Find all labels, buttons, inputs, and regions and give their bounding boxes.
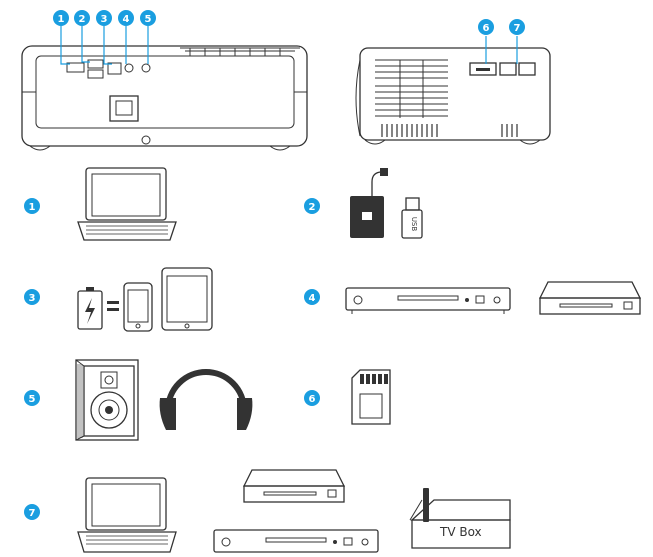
power-adapter-icon [350,168,388,238]
hdmi-port-2 [518,62,536,76]
hdmi-port-1 [499,62,517,76]
svg-text:2: 2 [309,202,316,213]
vga-port [66,62,85,73]
svg-text:3: 3 [29,293,36,304]
callout-6-top: 6 [478,19,494,35]
av-port [124,63,134,73]
svg-text:5: 5 [145,14,152,25]
svg-text:1: 1 [29,202,36,213]
callout-4-top: 4 [118,10,134,26]
svg-text:3: 3 [101,14,108,25]
headphones-icon [159,369,253,430]
callout-3: 3 [24,289,40,305]
callout-7-top: 7 [509,19,525,35]
projector-side-view [355,47,551,145]
equals-sign [107,301,119,311]
callout-5: 5 [24,390,40,406]
usb-port-2 [87,69,104,79]
hdmi-port [107,62,122,75]
svg-text:4: 4 [123,14,130,25]
tablet-icon [161,267,213,331]
sd-card-slot [469,62,497,76]
projector-rear-view [21,45,308,151]
tv-box-icon: TV Box [409,488,511,549]
svg-text:1: 1 [58,14,65,25]
power-socket [109,95,139,122]
usb-stick-icon: USB [401,197,423,239]
phone-icon [123,282,153,332]
callout-1-top: 1 [53,10,69,26]
laptop-icon-2 [77,477,177,553]
sd-card-icon [351,369,391,425]
dvd-player-icon [345,287,511,314]
battery-icon [77,287,103,330]
svg-text:USB: USB [410,217,418,232]
speaker-icon [75,359,139,441]
svg-text:6: 6 [483,23,490,34]
usb-port-1 [87,59,104,69]
callout-7: 7 [24,504,40,520]
callout-5-top: 5 [140,10,156,26]
svg-text:2: 2 [79,14,86,25]
callout-2: 2 [304,198,320,214]
callout-1: 1 [24,198,40,214]
set-top-box-icon [538,281,642,315]
audio-port [141,63,151,73]
svg-text:6: 6 [309,394,316,405]
svg-text:4: 4 [309,293,316,304]
callout-4: 4 [304,289,320,305]
svg-text:7: 7 [29,508,36,519]
svg-text:7: 7 [514,23,521,34]
callout-2-top: 2 [74,10,90,26]
svg-text:5: 5 [29,394,36,405]
laptop-icon [77,167,177,241]
dvd-player-icon-2 [213,529,379,553]
callout-6: 6 [304,390,320,406]
set-top-box-icon-2 [242,469,346,503]
callout-3-top: 3 [96,10,112,26]
svg-text:TV Box: TV Box [439,525,482,539]
